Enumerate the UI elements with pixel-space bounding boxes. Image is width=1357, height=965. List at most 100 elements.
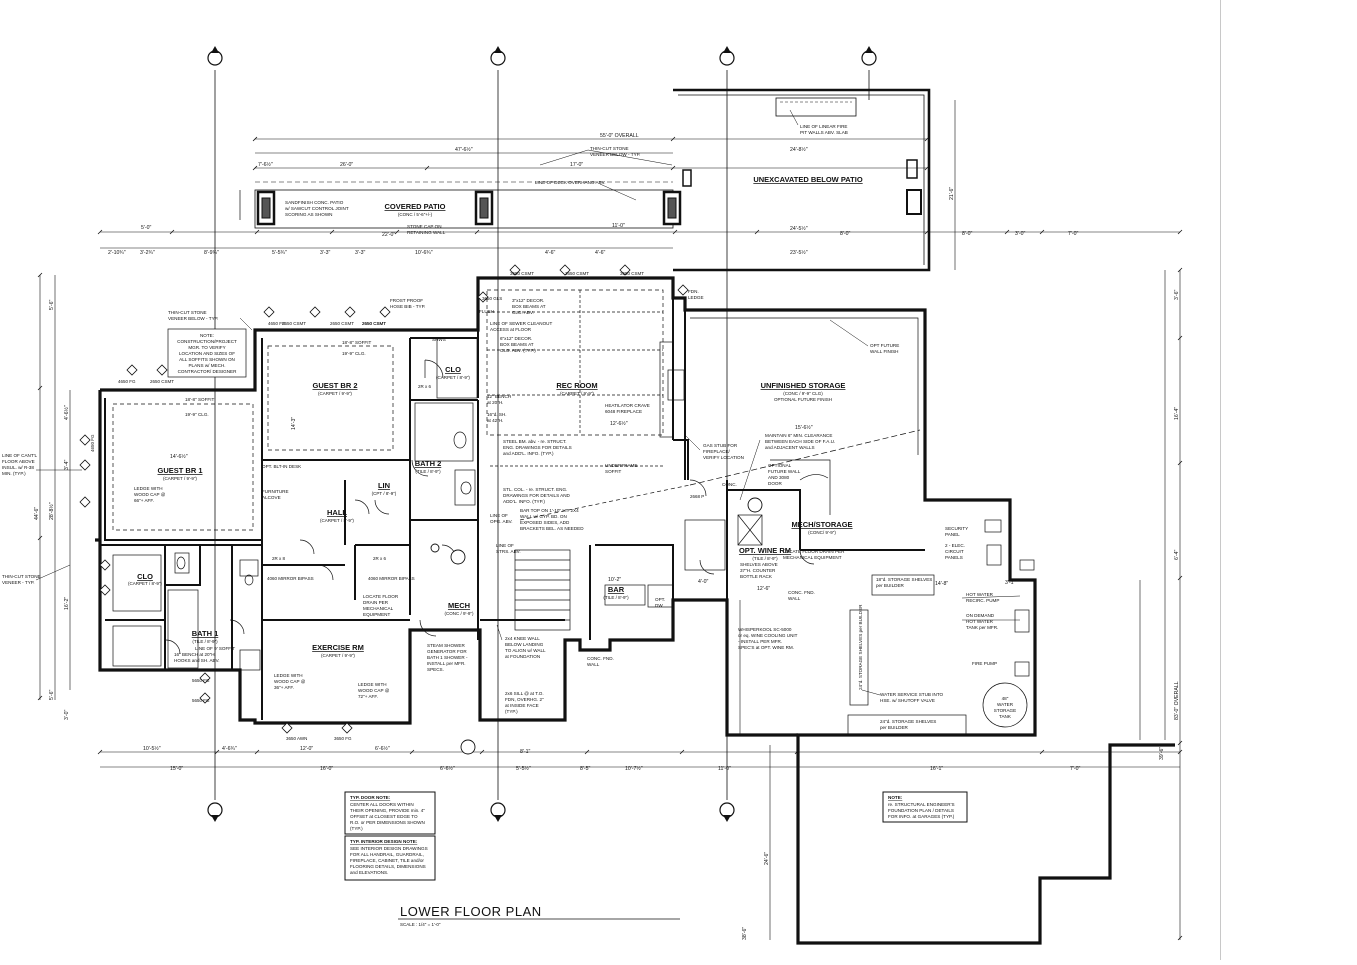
- bar-top-note: EXPOSED SIDES, ADD: [520, 520, 570, 525]
- ledge-note: 36"+ AFF.: [274, 685, 294, 690]
- window-tag: 4650 FG: [118, 379, 136, 384]
- box-beams-note: CLG. ABV. (TYP.): [500, 348, 536, 353]
- fire-pump-note: FIRE PUMP: [972, 661, 997, 666]
- structural-note-line: FOR INFO. at GARAGES (TYP.): [888, 814, 955, 819]
- sewer-note: LINE OF SEWER CLEANOUT: [490, 321, 552, 326]
- room-sub: (CARPET / 8'-9"): [436, 375, 470, 380]
- ledge-note: 72"+ AFF.: [358, 694, 378, 699]
- construction-note-line: NOTE:: [200, 333, 214, 338]
- door-tag: 4060 MIRROR BIPASS: [267, 576, 314, 581]
- water-tank-note: TANK: [999, 714, 1012, 719]
- window-tag: 2650 CSMT: [150, 379, 174, 384]
- elec-note: CIRCUIT: [945, 549, 964, 554]
- room-name: LIN: [378, 481, 390, 490]
- room-sub: (CPT / 8'-9"): [372, 491, 397, 496]
- room-name: CLO: [137, 572, 153, 581]
- door-note-line: THEIR OPENING, PROVIDE min. 4": [350, 808, 425, 813]
- fdn-ledge-note: FDN.: [688, 289, 699, 294]
- dim-text: 44'-6": [34, 507, 40, 520]
- on-demand-note: TANK per MFR.: [966, 625, 998, 630]
- dim-text: 7'-0": [1070, 766, 1080, 772]
- linear-fire-note: PIT WALLS ABV. SLAB: [800, 130, 848, 135]
- steel-beam-note: and ADD'L. INFO. (TYP.): [503, 451, 554, 456]
- room-sub: (CONC / 9'-9"): [445, 611, 474, 616]
- window-tag: 3650 GLS: [482, 296, 502, 301]
- dim-text: 38'-6": [742, 927, 748, 940]
- room-sub: (CARPET / 9'-9"): [321, 653, 355, 658]
- soffit-line-note: LINE OF 9' SOFFIT: [195, 646, 235, 651]
- conc-fnd-note: WALL: [788, 596, 801, 601]
- dim-text: 10'-6¾": [415, 250, 433, 256]
- dim-text: 16'-1": [930, 766, 943, 772]
- bench-note: 12" BENCH: [487, 394, 511, 399]
- knee-wall-note: BELOW LANDING: [505, 642, 544, 647]
- dim-text: 8'-5": [580, 766, 590, 772]
- sill-note: (TYP.): [505, 709, 518, 714]
- box-beams-note: CLG. ABV.: [512, 310, 534, 315]
- shelves-above-note: 37"H. COUNTER: [740, 568, 776, 573]
- dim-text: 8'-9¾": [204, 250, 219, 256]
- linear-fire-note: LINE OF LINEAR FIRE: [800, 124, 847, 129]
- structural-note-line: FOUNDATION PLAN / DETAILS: [888, 808, 954, 813]
- room-sub: (TILE / 8'-9"): [192, 639, 218, 644]
- dim-text: 3'-2¾": [140, 250, 155, 256]
- room-name: UNFINISHED STORAGE: [761, 381, 846, 390]
- conc-fnd-note: CONC. FND.: [587, 656, 614, 661]
- heatilator-note: HEATILATOR CRAVE: [605, 403, 650, 408]
- ledge-note: WOOD CAP @: [358, 688, 390, 693]
- whisperkool-note: - INSTALL PER MFR.: [738, 639, 782, 644]
- on-demand-note: HOT WATER: [966, 619, 994, 624]
- dim-text: 39'-6": [1159, 747, 1165, 760]
- flush-note: FLUSH: [479, 309, 494, 314]
- window-tag: 4650 FG: [90, 434, 95, 452]
- bar-top-note: BAR TOP ON 1'-10" HT. 2X4: [520, 508, 579, 513]
- door-tag: 2R x 8: [272, 556, 286, 561]
- door-swings: [165, 359, 815, 655]
- storage-shelves-note: 18"d. STORAGE SHELVES: [876, 577, 932, 582]
- construction-note-line: MGR. TO VERIFY: [188, 345, 225, 350]
- ledge-note: LEDGE WITH: [274, 673, 303, 678]
- soffit-note: 18'-8" SOFFIT: [185, 397, 215, 402]
- leader-lines: [35, 109, 1021, 696]
- dimension-text: 55'-0" OVERALL 83'-0" OVERALL 47'-6½" 17…: [34, 133, 1180, 940]
- cantilever-note: LINE OF CANT'L: [2, 453, 38, 458]
- overall-depth-dim: 83'-0" OVERALL: [1174, 681, 1180, 720]
- interior-note-line: and ELEVATIONS.: [350, 870, 388, 875]
- cantilever-note: MIN. (TYP.): [2, 471, 26, 476]
- stone-note-line: THIN-CUT STONE: [2, 574, 41, 579]
- room-sub: (CONC / 5'-6"+/-): [398, 212, 433, 217]
- room-labels: COVERED PATIO (CONC / 5'-6"+/-) UNEXCAVA…: [128, 175, 863, 658]
- dim-text: 7'-6½": [258, 161, 273, 168]
- gas-stub-note: GAS STUB FOR: [703, 443, 738, 448]
- dim-text: 2'-10¾": [108, 250, 126, 256]
- ledge-note: LEDGE WITH: [358, 682, 387, 687]
- room-sub: (CARPET / 9'-9"): [318, 391, 352, 396]
- bar-top-note: BRACKETS BEL. AS NEEDED: [520, 526, 584, 531]
- window-tag: 2650 CSMT: [362, 321, 386, 326]
- bench-bath-note: 16" BENCH at 20"H.: [174, 652, 216, 657]
- dim-text: 8'-1": [520, 749, 530, 755]
- built-in-desk-note: OPT. BLT-IN DESK: [262, 464, 302, 469]
- box-beams-note: BOX BEAMS AT: [512, 304, 546, 309]
- dim-text: 16'-2": [64, 597, 70, 610]
- room-name: EXERCISE RM: [312, 643, 364, 652]
- room-name: REC ROOM: [556, 381, 597, 390]
- interior-note-line: FIREPLACE, CABINET, TILE and/or: [350, 858, 424, 863]
- dim-text: 14'-8": [935, 581, 948, 587]
- dim-text: 5'-5½": [516, 765, 531, 772]
- overall-width-dim: 55'-0" OVERALL: [600, 133, 639, 139]
- dim-text: 3'-6": [1174, 290, 1180, 300]
- storage-shelves-vertical-note: 24"d. STORAGE SHELVES per BUILDER: [858, 604, 863, 690]
- interior-note-line: FLOORING DETAILS, DIMENSIONS: [350, 864, 426, 869]
- interior-note-line: FOR ALL HANDRAIL, GUARDRAIL,: [350, 852, 424, 857]
- box-beams-note: BOX BEAMS AT: [500, 342, 534, 347]
- cantilever-note: INSUL. w/ R-38: [2, 465, 34, 470]
- construction-note-line: PLANS w/ MECH.: [188, 363, 225, 368]
- window-tag: 5650 FG: [192, 678, 210, 683]
- dim-text: 22'-0": [382, 232, 395, 238]
- stone-cap-note: RETAINING WALL: [407, 230, 446, 235]
- dim-text: 11'-0": [612, 223, 625, 229]
- section-callouts: [430, 497, 763, 755]
- room-dim: 12'-6": [757, 586, 770, 592]
- dim-text: 5'-5¾": [272, 250, 287, 256]
